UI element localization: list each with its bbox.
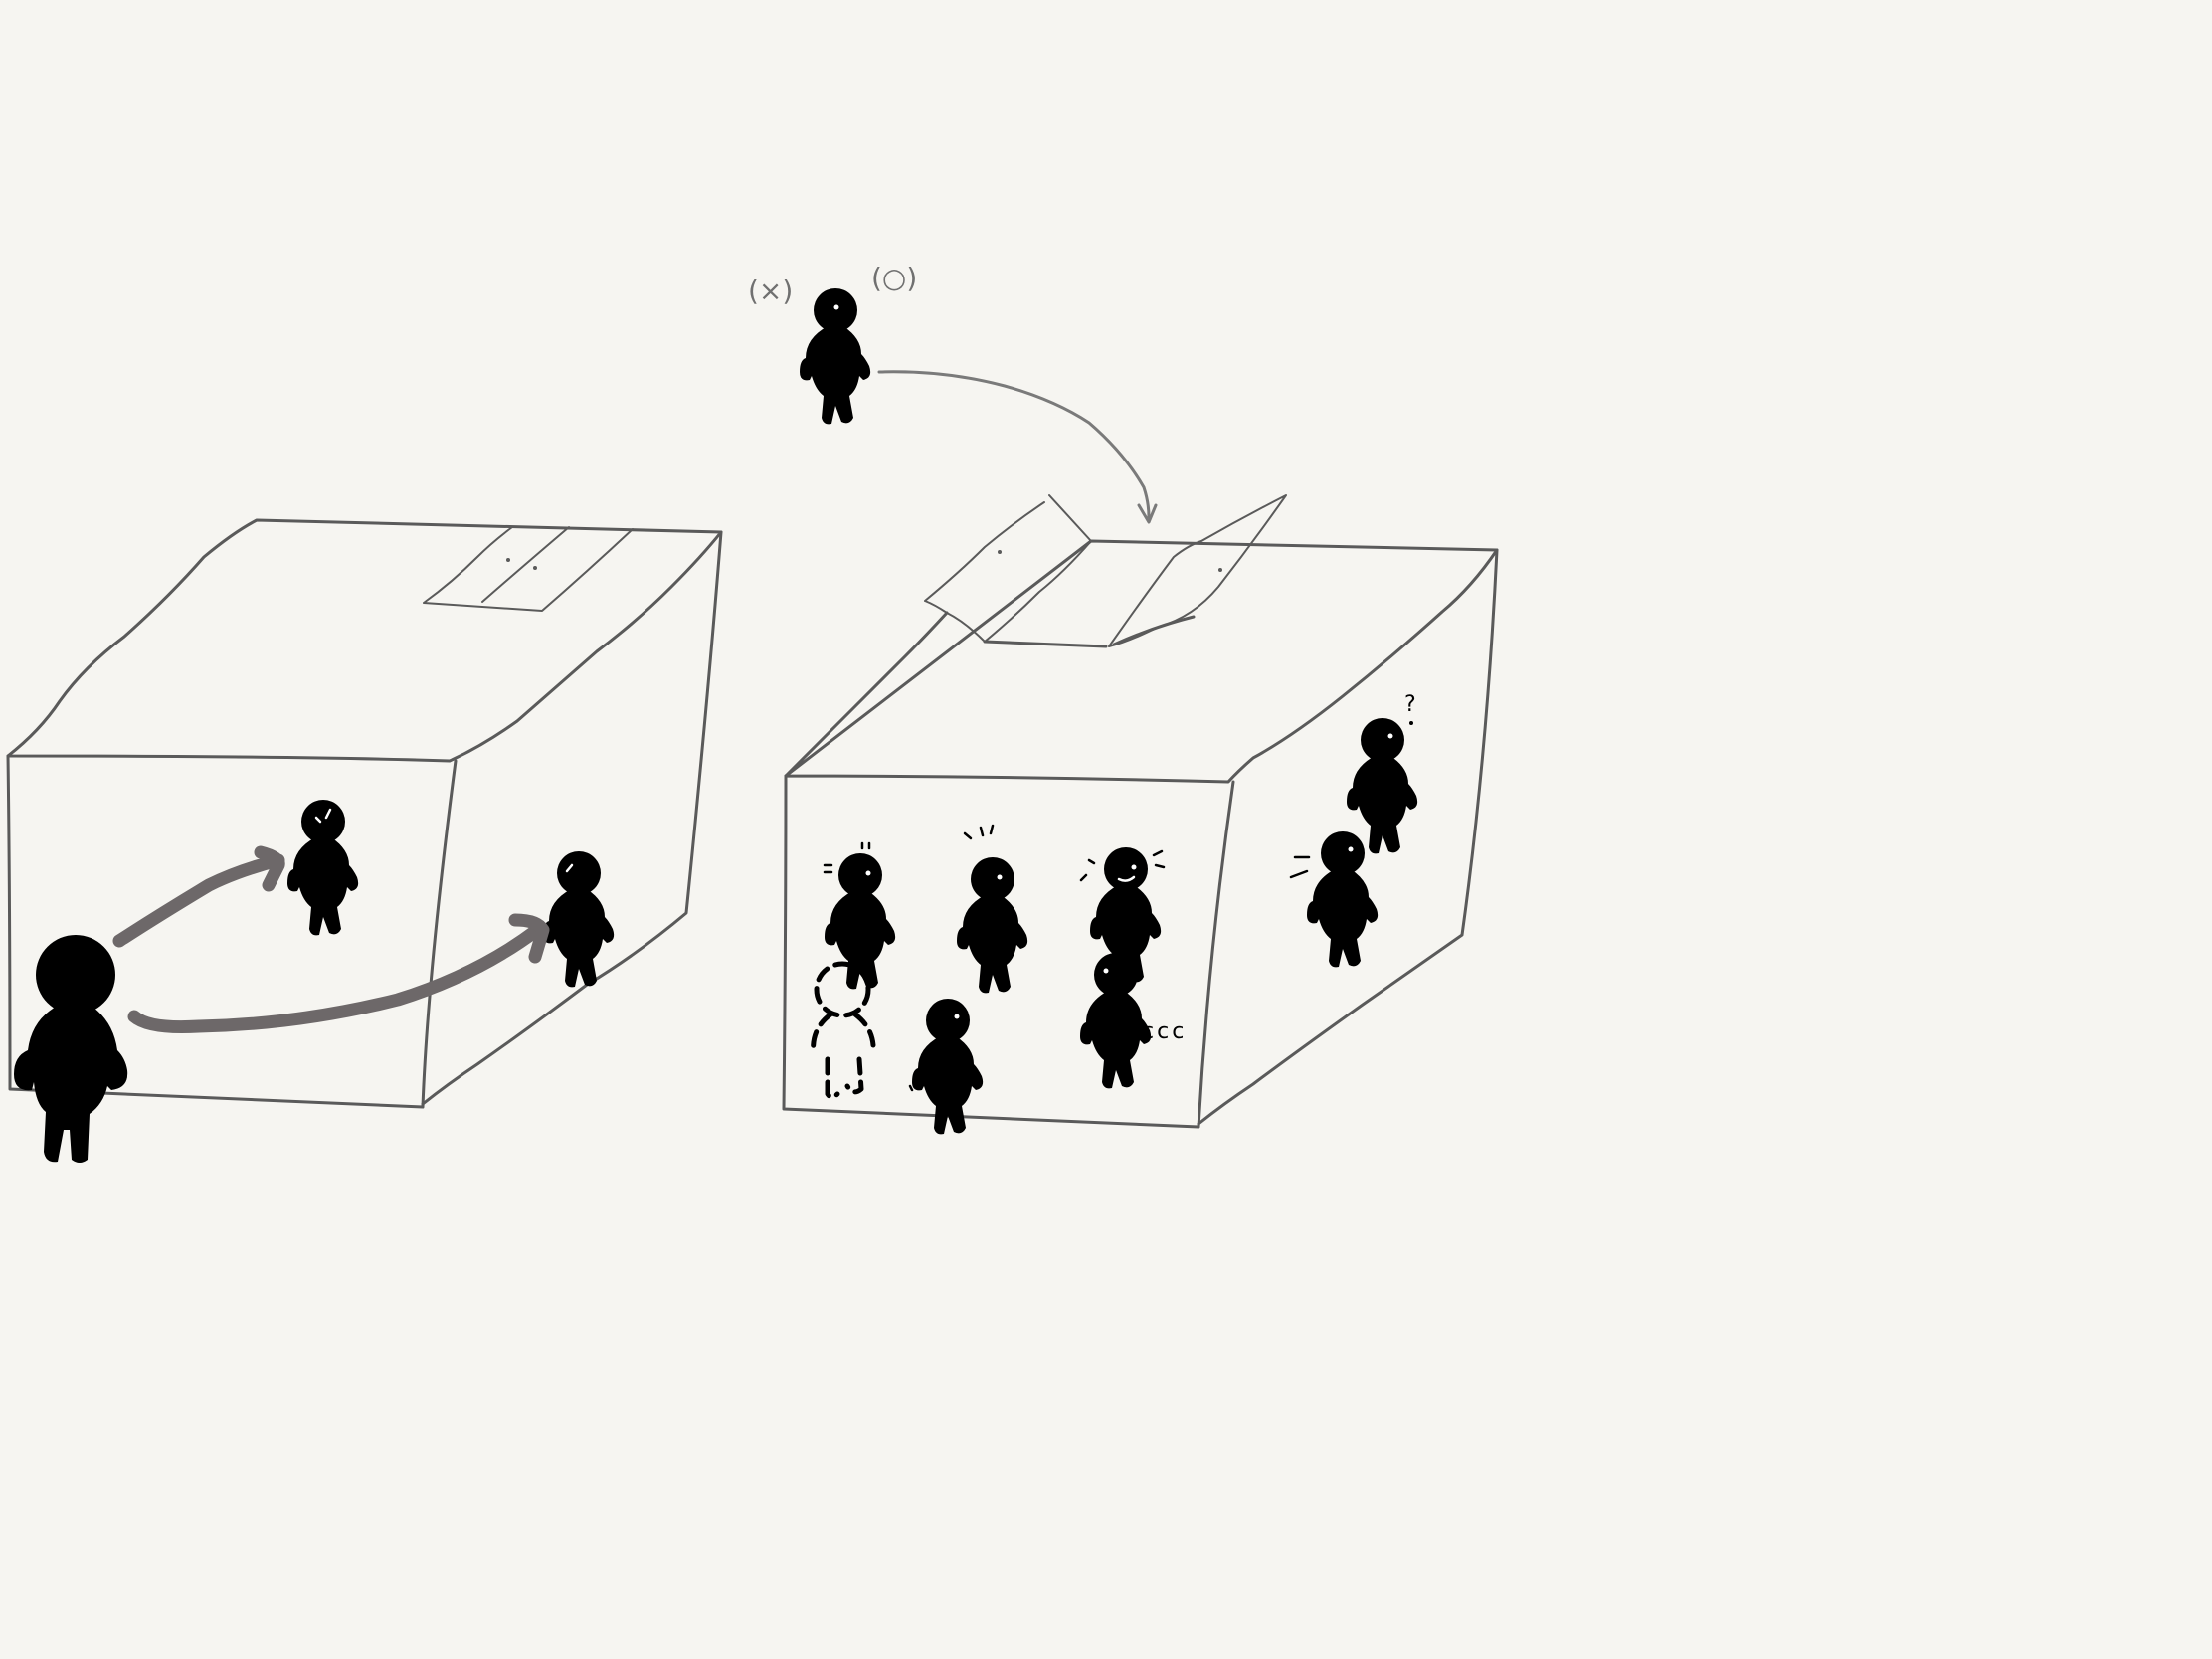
arrow-icon	[127, 923, 544, 1034]
right-box-side-face	[1197, 548, 1499, 1126]
entry-arrow	[877, 370, 1158, 524]
arrow-icon	[254, 845, 285, 892]
dashed-person-outline-icon	[811, 961, 876, 1100]
move-arrows	[112, 845, 550, 1034]
arrow-icon	[112, 853, 285, 948]
left-box-tape	[423, 526, 634, 612]
circle-mark: (○)	[871, 262, 917, 294]
person-figure-icon	[1307, 831, 1379, 968]
person-figure-icon	[543, 851, 615, 988]
cross-mark: (×)	[748, 275, 793, 307]
ellipsis-marks: ccc	[1142, 1019, 1187, 1044]
person-figure-icon	[287, 800, 359, 936]
incoming-person: (×) (○)	[748, 262, 917, 425]
right-box-left-flap	[924, 494, 1092, 643]
left-box	[6, 518, 723, 1109]
right-box-right-flap	[1108, 494, 1287, 647]
expression-marks	[823, 824, 1311, 1092]
big-person-figure-icon	[14, 935, 128, 1163]
left-box-people	[14, 800, 615, 1163]
left-box-side-face	[421, 530, 723, 1106]
person-figure-icon	[957, 857, 1028, 994]
arrow-icon	[508, 913, 550, 964]
arrow-icon	[877, 370, 1151, 519]
person-figure-icon	[1347, 718, 1418, 854]
question-mark: ?	[1404, 692, 1416, 717]
right-box-top-face	[784, 539, 1499, 784]
left-box-front-face	[6, 754, 458, 1109]
left-box-top-face	[6, 518, 723, 763]
right-box-front-face	[782, 774, 1235, 1129]
right-box	[782, 494, 1499, 1129]
